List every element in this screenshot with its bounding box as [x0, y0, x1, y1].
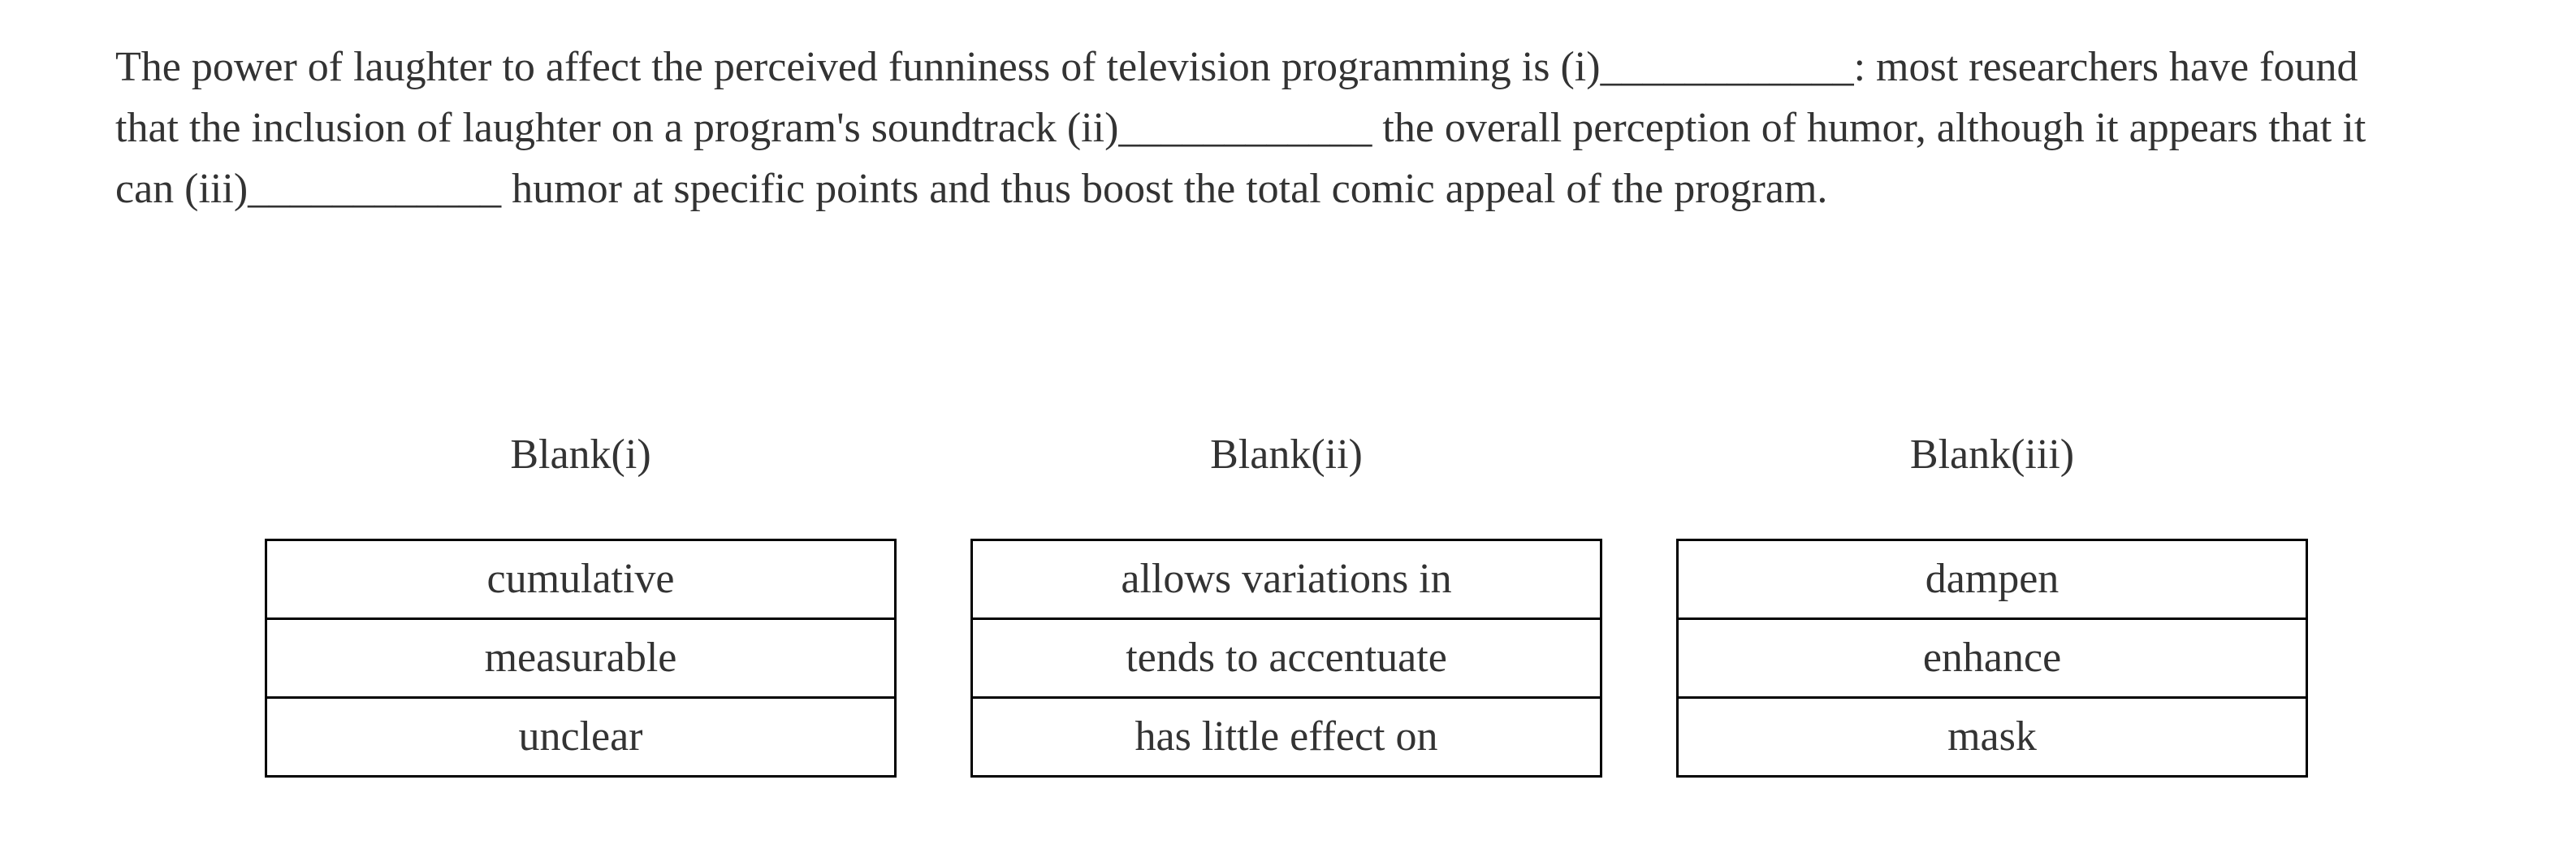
blank-i-options: cumulative measurable unclear: [265, 539, 897, 778]
blank-iii-option-dampen[interactable]: dampen: [1676, 539, 2308, 620]
blank-ii-option-tends-to-accentuate[interactable]: tends to accentuate: [970, 618, 1602, 699]
question-segment-3: the overall perception of humor, althoug…: [115, 105, 2366, 212]
blank-iii-option-enhance[interactable]: enhance: [1676, 618, 2308, 699]
blank-i-option-cumulative[interactable]: cumulative: [265, 539, 897, 620]
blank-iii-placeholder: ____________: [248, 166, 502, 212]
question-segment-1: The power of laughter to affect the perc…: [115, 44, 1601, 90]
blank-i-heading: Blank(i): [510, 431, 651, 478]
question-segment-4: humor at specific points and thus boost …: [501, 166, 1828, 212]
blank-iii-options: dampen enhance mask: [1676, 539, 2308, 778]
blank-i-option-measurable[interactable]: measurable: [265, 618, 897, 699]
blank-i-option-unclear[interactable]: unclear: [265, 696, 897, 778]
blank-ii-heading: Blank(ii): [1210, 431, 1363, 478]
blank-ii-option-has-little-effect-on[interactable]: has little effect on: [970, 696, 1602, 778]
blank-iii-heading: Blank(iii): [1909, 431, 2075, 478]
blank-ii-options: allows variations in tends to accentuate…: [970, 539, 1602, 778]
blank-ii-placeholder: ____________: [1118, 105, 1372, 151]
blank-iii-group: Blank(iii) dampen enhance mask: [1676, 424, 2308, 778]
blank-ii-group: Blank(ii) allows variations in tends to …: [970, 424, 1602, 778]
blank-i-group: Blank(i) cumulative measurable unclear: [265, 424, 897, 778]
blank-ii-option-allows-variations-in[interactable]: allows variations in: [970, 539, 1602, 620]
question-segment-2: : most researchers have found that the i…: [115, 44, 2358, 151]
question-text: The power of laughter to affect the perc…: [115, 37, 2422, 219]
blank-iii-option-mask[interactable]: mask: [1676, 696, 2308, 778]
blank-i-placeholder: ____________: [1600, 44, 1854, 90]
